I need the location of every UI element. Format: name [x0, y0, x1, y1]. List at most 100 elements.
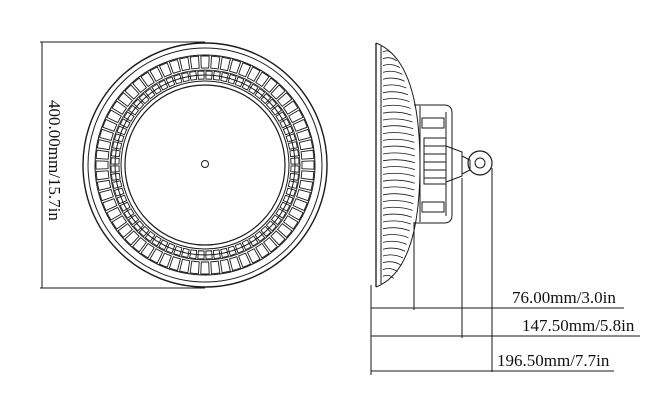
housing-outline: [375, 42, 421, 288]
front-height-dimension: [40, 41, 205, 289]
fin-slot: [219, 258, 231, 274]
fin-slot: [138, 225, 150, 238]
fin-slot: [99, 128, 114, 141]
fin-slot: [296, 189, 311, 202]
fin-slot: [158, 62, 172, 78]
fin-slot: [289, 149, 300, 158]
fin-slot: [95, 149, 110, 160]
fin-slot: [287, 180, 298, 189]
fin-slot: [292, 118, 308, 132]
fin-slot: [246, 66, 261, 82]
fin-slot: [151, 83, 162, 95]
fin-slot: [227, 73, 237, 85]
side-fin-groove: [382, 227, 410, 232]
fin-slot: [210, 260, 221, 275]
fin-slot: [290, 165, 300, 173]
fin-slot: [132, 98, 145, 110]
fin-slot: [262, 77, 278, 94]
fin-slot: [179, 56, 191, 72]
fin-slot: [117, 222, 134, 238]
fin-slot: [229, 59, 242, 74]
fin-slot: [238, 252, 252, 268]
side-fin-groove: [382, 84, 407, 89]
fin-slot: [179, 258, 191, 274]
fin-slot: [287, 141, 298, 150]
fin-slot: [112, 180, 123, 189]
fin-slot: [288, 109, 304, 124]
fin-slot: [110, 157, 120, 165]
fin-slot: [110, 172, 121, 181]
fin-slot: [173, 245, 183, 257]
fin-slot: [234, 76, 245, 88]
fin-slot: [165, 242, 176, 254]
fin-slot: [144, 87, 156, 100]
fin-slot: [270, 104, 283, 116]
fin-slot: [234, 242, 245, 254]
side-fin-groove: [382, 234, 409, 238]
side-fin-groove: [382, 166, 416, 170]
fin-slot: [132, 77, 148, 94]
fin-slot: [279, 201, 291, 212]
fin-slot: [300, 149, 315, 160]
lens-bezel: [120, 80, 290, 250]
fin-slot: [117, 92, 134, 108]
fin-slot: [260, 225, 272, 238]
fin-slot: [290, 157, 300, 165]
fin-slot: [255, 242, 270, 259]
side-fin-groove: [382, 111, 412, 116]
fin-slot: [168, 256, 181, 271]
fin-slot: [262, 236, 278, 253]
fin-slot: [119, 118, 131, 129]
fin-slot: [106, 206, 122, 221]
side-fin-groove: [382, 206, 413, 211]
side-view: [375, 42, 493, 288]
side-fin-groove: [382, 152, 416, 157]
fin-slot: [241, 239, 252, 251]
fin-slot: [301, 160, 315, 170]
fin-slot: [265, 220, 278, 232]
side-fin-groove: [382, 70, 403, 75]
depth-label-76: 76.00mm/3.0in: [512, 288, 616, 307]
side-fin-groove: [382, 213, 412, 218]
fin-slot: [205, 70, 213, 80]
side-fin-groove: [382, 125, 414, 130]
fin-ring-middle: [109, 69, 301, 261]
fin-slot: [298, 179, 314, 191]
fin-slot: [96, 179, 112, 191]
fin-slot: [189, 249, 198, 260]
fin-slot: [111, 215, 128, 230]
side-fin-groove: [382, 172, 416, 177]
fin-slot: [124, 84, 140, 100]
fin-slot: [279, 118, 291, 129]
side-fin-groove: [382, 247, 406, 252]
fin-slot: [189, 55, 200, 70]
fin-slot: [181, 247, 190, 258]
side-fin-groove: [382, 254, 404, 259]
fin-slot: [275, 208, 287, 219]
depth-label-147: 147.50mm/5.8in: [522, 316, 635, 335]
fin-slot: [270, 230, 286, 246]
fin-slot: [165, 76, 176, 88]
fin-slot: [227, 245, 237, 257]
fin-slot: [276, 92, 293, 108]
side-fin-groove: [382, 98, 410, 102]
depth-label-196: 196.50mm/7.7in: [497, 351, 610, 370]
fin-slot: [132, 220, 145, 232]
fin-slot: [219, 56, 231, 72]
fin-slot: [255, 71, 270, 88]
side-fin-groove: [382, 159, 416, 164]
side-fin-groove: [382, 132, 414, 136]
fin-slot: [212, 70, 221, 81]
fin-slot: [298, 139, 314, 151]
fin-slot: [292, 198, 308, 212]
fin-slot: [238, 62, 252, 78]
fin-slot: [102, 198, 118, 212]
side-fin-groove: [382, 91, 409, 96]
fin-slot: [241, 79, 252, 91]
fin-slot: [124, 230, 140, 246]
fin-slot: [200, 55, 210, 69]
fin-slot: [119, 201, 131, 212]
fin-slot: [127, 214, 140, 226]
fin-slot: [102, 118, 118, 132]
fin-slot: [254, 87, 266, 100]
